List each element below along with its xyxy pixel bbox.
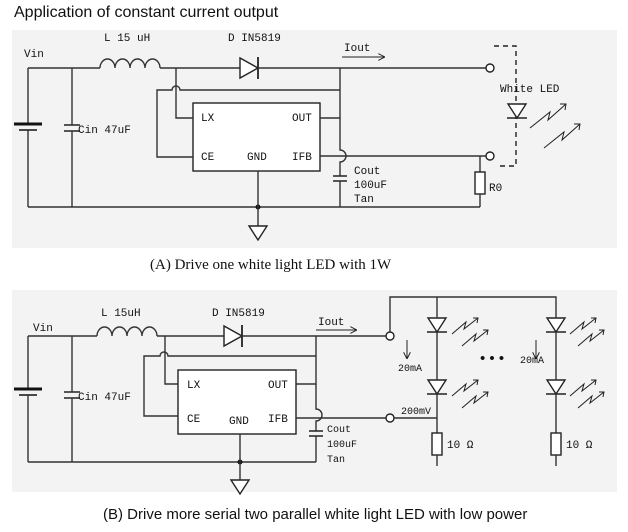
circuit-b-right-led-rays-icon [569, 317, 605, 409]
circuit-a-caption: (A) Drive one white light LED with 1W [150, 257, 392, 273]
circuit-b-pin-gnd: GND [229, 416, 249, 428]
circuit-b-pin-ce: CE [187, 414, 201, 426]
circuit-a-cout-line-2: 100uF [354, 180, 387, 192]
circuit-b-terminal-top [385, 331, 395, 341]
circuit-a-pin-ifb: IFB [292, 152, 312, 164]
circuit-a-resistor-r0 [474, 171, 486, 195]
circuit-b-left-led-rays-icon [451, 317, 489, 409]
circuit-a-pin-out: OUT [292, 113, 312, 125]
circuit-a-inductor-icon [99, 58, 161, 69]
circuit-b-pin-ifb: IFB [268, 414, 288, 426]
circuit-b-iout-label: Iout [318, 317, 344, 329]
circuit-b-current-right: 20mA [520, 356, 544, 367]
circuit-b-resistor-right [550, 432, 562, 456]
circuit-b-voltage-label: 200mV [401, 407, 431, 418]
circuit-a-pin-lx: LX [201, 113, 215, 125]
circuit-b-cout-line-3: Tan [327, 455, 345, 466]
circuit-b-background [12, 290, 617, 492]
circuit-a-battery-icon [14, 68, 42, 207]
circuit-a-led-light-rays-icon [529, 103, 581, 149]
circuit-b-ic-chip [177, 369, 297, 435]
circuit-b-resistor-right-label: 10 Ω [566, 440, 593, 452]
circuit-b-resistor-left-label: 10 Ω [447, 440, 474, 452]
circuit-b-terminal-bottom [385, 413, 395, 423]
circuit-b-pin-out: OUT [268, 380, 288, 392]
circuit-a-cout-line-1: Cout [354, 166, 380, 178]
circuit-b-resistor-left [431, 432, 443, 456]
circuit-b-cout-line-2: 100uF [327, 440, 357, 451]
circuit-a-inductor-label: L 15 uH [104, 33, 150, 45]
circuit-b-ground-icon [229, 479, 251, 496]
circuit-a-pin-gnd: GND [247, 152, 267, 164]
circuit-a-pin-ce: CE [201, 152, 215, 164]
circuit-b-cout-line-1: Cout [327, 425, 351, 436]
circuit-a-r0-label: R0 [489, 183, 502, 195]
circuit-b-cin-label: Cin 47uF [78, 392, 131, 404]
circuit-b-inductor-label: L 15uH [101, 308, 141, 320]
circuit-b-left-led-string [426, 314, 489, 433]
circuit-a-vin-label: Vin [24, 49, 44, 61]
circuit-a-ground-icon [247, 225, 269, 242]
circuit-a-ic-chip [192, 102, 321, 172]
page-title: Application of constant current output [14, 4, 279, 21]
circuit-b-current-left: 20mA [398, 364, 422, 375]
circuit-a-terminal-bottom [485, 151, 495, 161]
circuit-b-vin-label: Vin [33, 323, 53, 335]
circuit-a-iout-label: Iout [344, 43, 370, 55]
circuit-a-diode-label: D IN5819 [228, 33, 281, 45]
circuit-b-right-led-string [545, 314, 605, 433]
circuit-a-cout-line-3: Tan [354, 194, 374, 206]
circuit-b: Vin L 15uH D IN5819 Iout Cin 47uF LX OUT [12, 290, 617, 523]
circuit-a-led-icon [506, 103, 528, 120]
circuit-b-inductor-icon [96, 326, 158, 337]
circuit-b-diode-label: D IN5819 [212, 308, 265, 320]
circuit-a: Vin L 15 uH D IN5819 Iout Cin 47uF [12, 30, 617, 273]
circuit-b-ellipsis: • • • [480, 350, 504, 367]
circuit-b-battery-icon [14, 336, 42, 462]
circuit-a-terminal-top [485, 63, 495, 73]
circuit-b-pin-lx: LX [187, 380, 201, 392]
circuit-b-caption: (B) Drive more serial two parallel white… [103, 506, 527, 523]
circuit-a-cin-label: Cin 47uF [78, 125, 131, 137]
circuit-b-led-top-rail [389, 296, 557, 332]
circuit-a-led-label: White LED [500, 84, 560, 96]
